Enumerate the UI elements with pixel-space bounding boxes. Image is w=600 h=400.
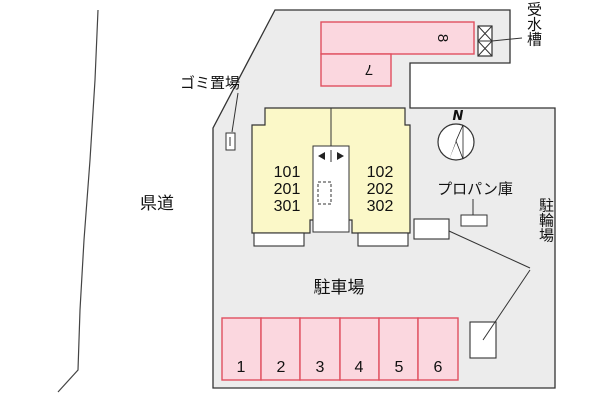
parking-number-3: 3 [316,359,325,376]
parking-space-3 [299,317,341,381]
elevator-shaft [317,181,332,205]
garbage-area-leader [231,92,239,133]
propane-shed-label: プロパン庫 [437,180,513,198]
parking-number-8: 8 [434,34,451,42]
stair-arrow-left-icon [318,152,325,160]
parking-number-1: 1 [237,359,246,376]
parking-number-4: 4 [355,359,364,376]
parking-space-4 [339,317,380,381]
propane-shed-box [460,214,488,227]
unit-201: 201 [274,181,301,198]
parking-number-2: 2 [277,359,286,376]
parking-number-7: 7 [365,61,373,78]
balcony-right [357,232,409,247]
parking-row-bottom: 1 2 3 4 5 6 [221,317,459,381]
bicycle-parking-box-upper [413,218,450,240]
north-label: N [453,109,464,124]
unit-202: 202 [367,181,394,198]
unit-301: 301 [274,198,301,215]
prefectural-road-label: 県道 [140,194,174,214]
unit-102: 102 [367,164,394,181]
parking-space-7 [320,53,392,87]
parking-lot-label: 駐車場 [314,278,365,298]
water-tank-leader [491,37,523,42]
parking-number-5: 5 [395,359,404,376]
north-arrow-icon-half [455,124,464,160]
stairwell [312,145,350,233]
parking-space-2 [260,317,301,381]
unit-302: 302 [367,198,394,215]
stair-arrow-right-icon [337,152,344,160]
road-edge-line [57,9,99,393]
bicycle-parking-leader-upper [448,230,531,269]
bicycle-parking-leader-lower [482,269,531,341]
parking-space-6 [417,317,459,381]
unit-101: 101 [274,164,301,181]
bicycle-parking-label: 駐輪場 [537,198,555,243]
garbage-area-label: ゴミ置場 [180,74,240,92]
parking-space-8 [320,21,475,55]
water-tank-label: 受水槽 [525,2,543,47]
balcony-left [253,232,305,247]
parking-number-6: 6 [434,359,443,376]
